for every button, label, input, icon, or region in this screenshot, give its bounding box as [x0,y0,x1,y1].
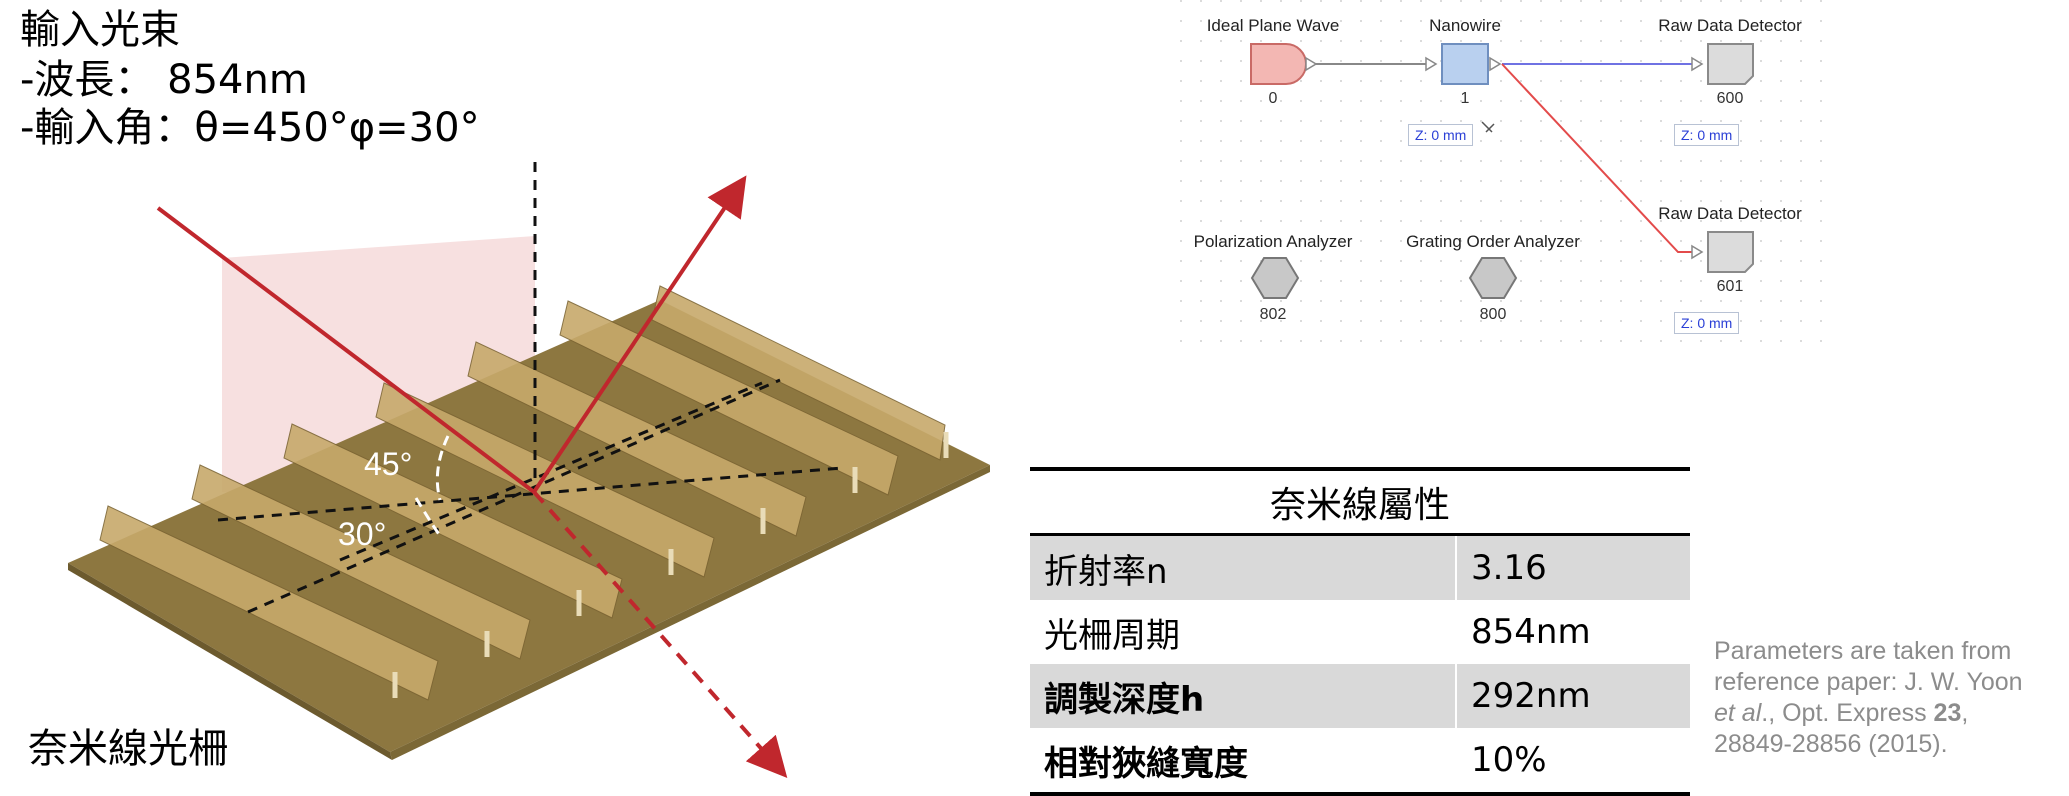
nanowire-node[interactable] [1441,43,1489,85]
property-name: 調製深度h [1030,664,1457,728]
property-value: 3.16 [1456,534,1690,600]
incidence-angle-text: -輸入角：θ=450°φ=30° [20,105,480,151]
port-out[interactable] [1489,56,1502,72]
raw-data-detector-600-node[interactable] [1707,43,1754,85]
property-name: 光柵周期 [1030,600,1457,664]
substrate-side [390,465,990,760]
wavelength-text: -波長： 854nm [20,57,308,103]
property-name: 折射率n [1030,534,1457,600]
table-row: 光柵周期 854nm [1030,600,1690,664]
grating-order-analyzer-id: 800 [1479,306,1507,323]
polarization-analyzer-node[interactable] [1250,257,1300,299]
ideal-plane-wave-node[interactable] [1250,43,1307,85]
nanowire-grating-illustration [68,162,990,778]
ideal-plane-wave-id: 0 [1268,90,1278,107]
table-row: 折射率n 3.16 [1030,534,1690,600]
property-value: 854nm [1471,612,1591,652]
raw-data-detector-601-z-position[interactable]: Z: 0 mm [1674,312,1740,334]
reference-line-3: et al., Opt. Express 23, [1714,698,2064,729]
pin-icon[interactable] [1481,121,1495,133]
polarization-analyzer-id: 802 [1259,306,1287,323]
raw-data-detector-601-id: 601 [1716,278,1744,295]
raw-data-detector-600-id: 600 [1716,90,1744,107]
grating-label: 奈米線光柵 [28,726,228,772]
link-arrow [1425,56,1438,72]
theta-arc [435,435,450,501]
grating-order-analyzer-node[interactable] [1468,257,1518,299]
link-arrow [1691,56,1704,72]
flow-diagram-svg [1180,0,1830,360]
nanowire-properties-table: 奈米線屬性 折射率n 3.16 光柵周期 854nm 調製深度h 292nm 相… [1030,467,1690,796]
phi-angle-label: 30° [338,516,387,552]
property-value: 292nm [1456,664,1690,728]
link-arrow [1691,244,1704,260]
reference-note: Parameters are taken from reference pape… [1714,636,2064,760]
raw-data-detector-600-label: Raw Data Detector [1658,16,1802,35]
raw-data-detector-601-node[interactable] [1707,231,1754,273]
link-nanowire-detector601 [1501,63,1692,253]
table-row: 調製深度h 292nm [1030,664,1690,728]
polarization-analyzer-label: Polarization Analyzer [1193,232,1353,251]
grating-order-analyzer-label: Grating Order Analyzer [1406,232,1580,251]
property-name: 相對狹縫寬度 [1030,728,1457,796]
reference-line-1: Parameters are taken from [1714,637,2012,665]
raw-data-detector-600-z-position[interactable]: Z: 0 mm [1674,124,1740,146]
reference-line-4: 28849-28856 (2015). [1714,730,1948,758]
raw-data-detector-601-label: Raw Data Detector [1658,204,1802,223]
table-row: 相對狹縫寬度 10% [1030,728,1690,796]
table-title: 奈米線屬性 [1030,467,1690,536]
theta-angle-label: 45° [364,446,413,482]
phi-arc [414,497,442,537]
nanowire-z-position[interactable]: Z: 0 mm [1408,124,1474,146]
property-value: 10% [1456,728,1690,796]
substrate-front [68,563,392,760]
reference-etal: et al [1714,699,1762,727]
nanowire-label: Nanowire [1429,16,1501,35]
reference-line-2: reference paper: J. W. Yoon [1714,668,2023,696]
port-out[interactable] [1305,56,1318,72]
flow-diagram-canvas[interactable]: Ideal Plane Wave 0 Nanowire 1 Z: 0 mm Ra… [1180,0,1830,360]
input-beam-title: 輸入光束 [20,7,180,53]
reflected-beam [532,175,747,494]
reference-journal: ., Opt. Express [1761,699,1934,727]
ideal-plane-wave-label: Ideal Plane Wave [1206,16,1340,35]
axis-lines [217,162,843,614]
reference-volume: 23 [1933,699,1962,727]
nanowire-id: 1 [1460,90,1470,107]
ridge-posts [392,432,949,698]
reference-tail: , [1961,699,1969,727]
incident-beam [156,206,536,494]
